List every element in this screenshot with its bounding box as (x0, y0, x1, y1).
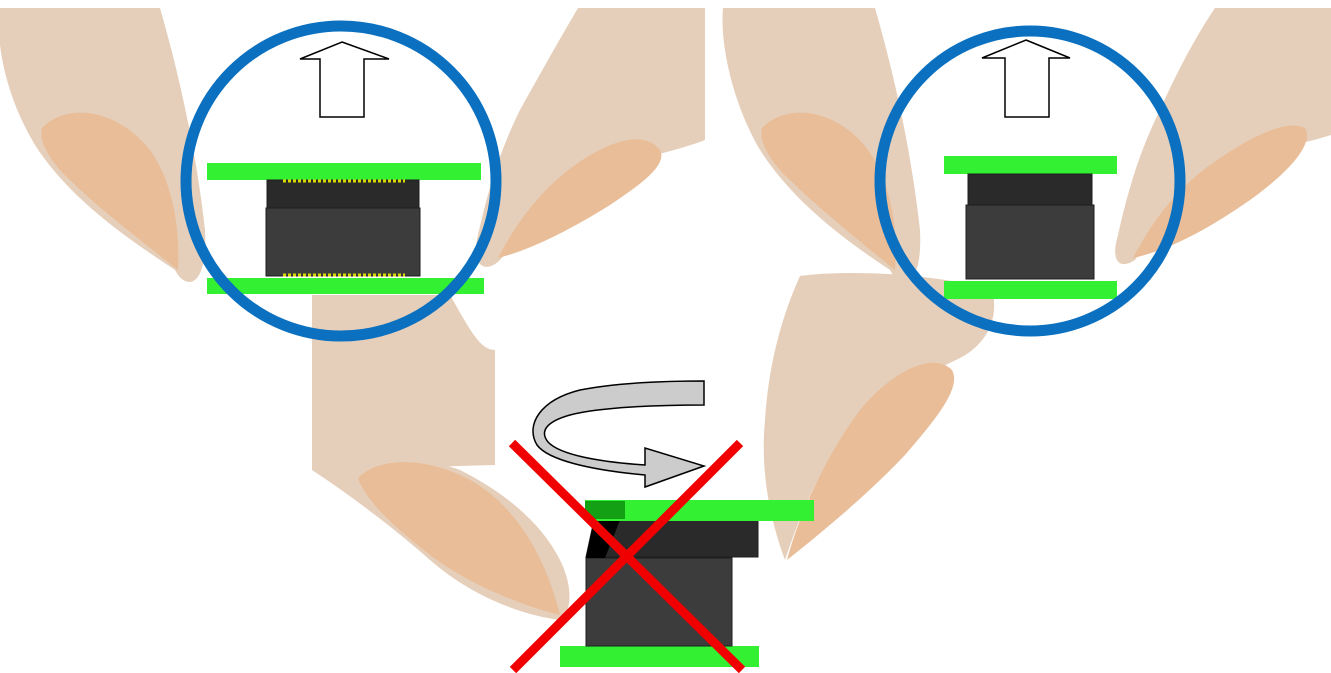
lower-board-top-left (207, 278, 484, 294)
upper-board-top-left (207, 163, 481, 180)
tilted-board-corner (585, 501, 625, 519)
fingernail-top-right-c (787, 362, 955, 560)
finger-top-left-b (475, 8, 705, 267)
finger-top-right-c (763, 272, 995, 560)
fingernail-bottom-a (358, 462, 560, 615)
rotate-arrow-icon (532, 380, 707, 489)
connector-receptacle-top-left (266, 179, 420, 210)
fingernail-top-left-b (498, 139, 662, 258)
connector-assembly-top-right (944, 156, 1117, 299)
blue-circle-icon (180, 20, 502, 342)
fingers-bottom (312, 458, 570, 620)
panel-bottom-incorrect (312, 380, 814, 673)
upper-board-bottom (585, 500, 814, 521)
fingernail-top-right-a (761, 112, 896, 271)
blue-circle-icon (874, 25, 1186, 337)
fingers-top-right (722, 8, 1331, 560)
lower-board-bottom (560, 646, 759, 667)
lower-board-top-right (944, 281, 1117, 299)
fingernail-top-left-a (41, 112, 179, 271)
panel-top-right-correct (722, 8, 1331, 560)
connector-receptacle-top-right (967, 173, 1093, 207)
up-arrow-icon (299, 41, 390, 118)
red-x-icon (508, 439, 746, 673)
upper-board-top-right (944, 156, 1117, 174)
finger-top-right-b (1115, 8, 1331, 265)
connector-assembly-top-left (207, 163, 484, 294)
connector-plug-top-left (265, 207, 421, 277)
connector-plug-top-right (965, 204, 1095, 280)
up-arrow-icon (981, 39, 1071, 118)
panel-top-left-correct (0, 8, 705, 470)
